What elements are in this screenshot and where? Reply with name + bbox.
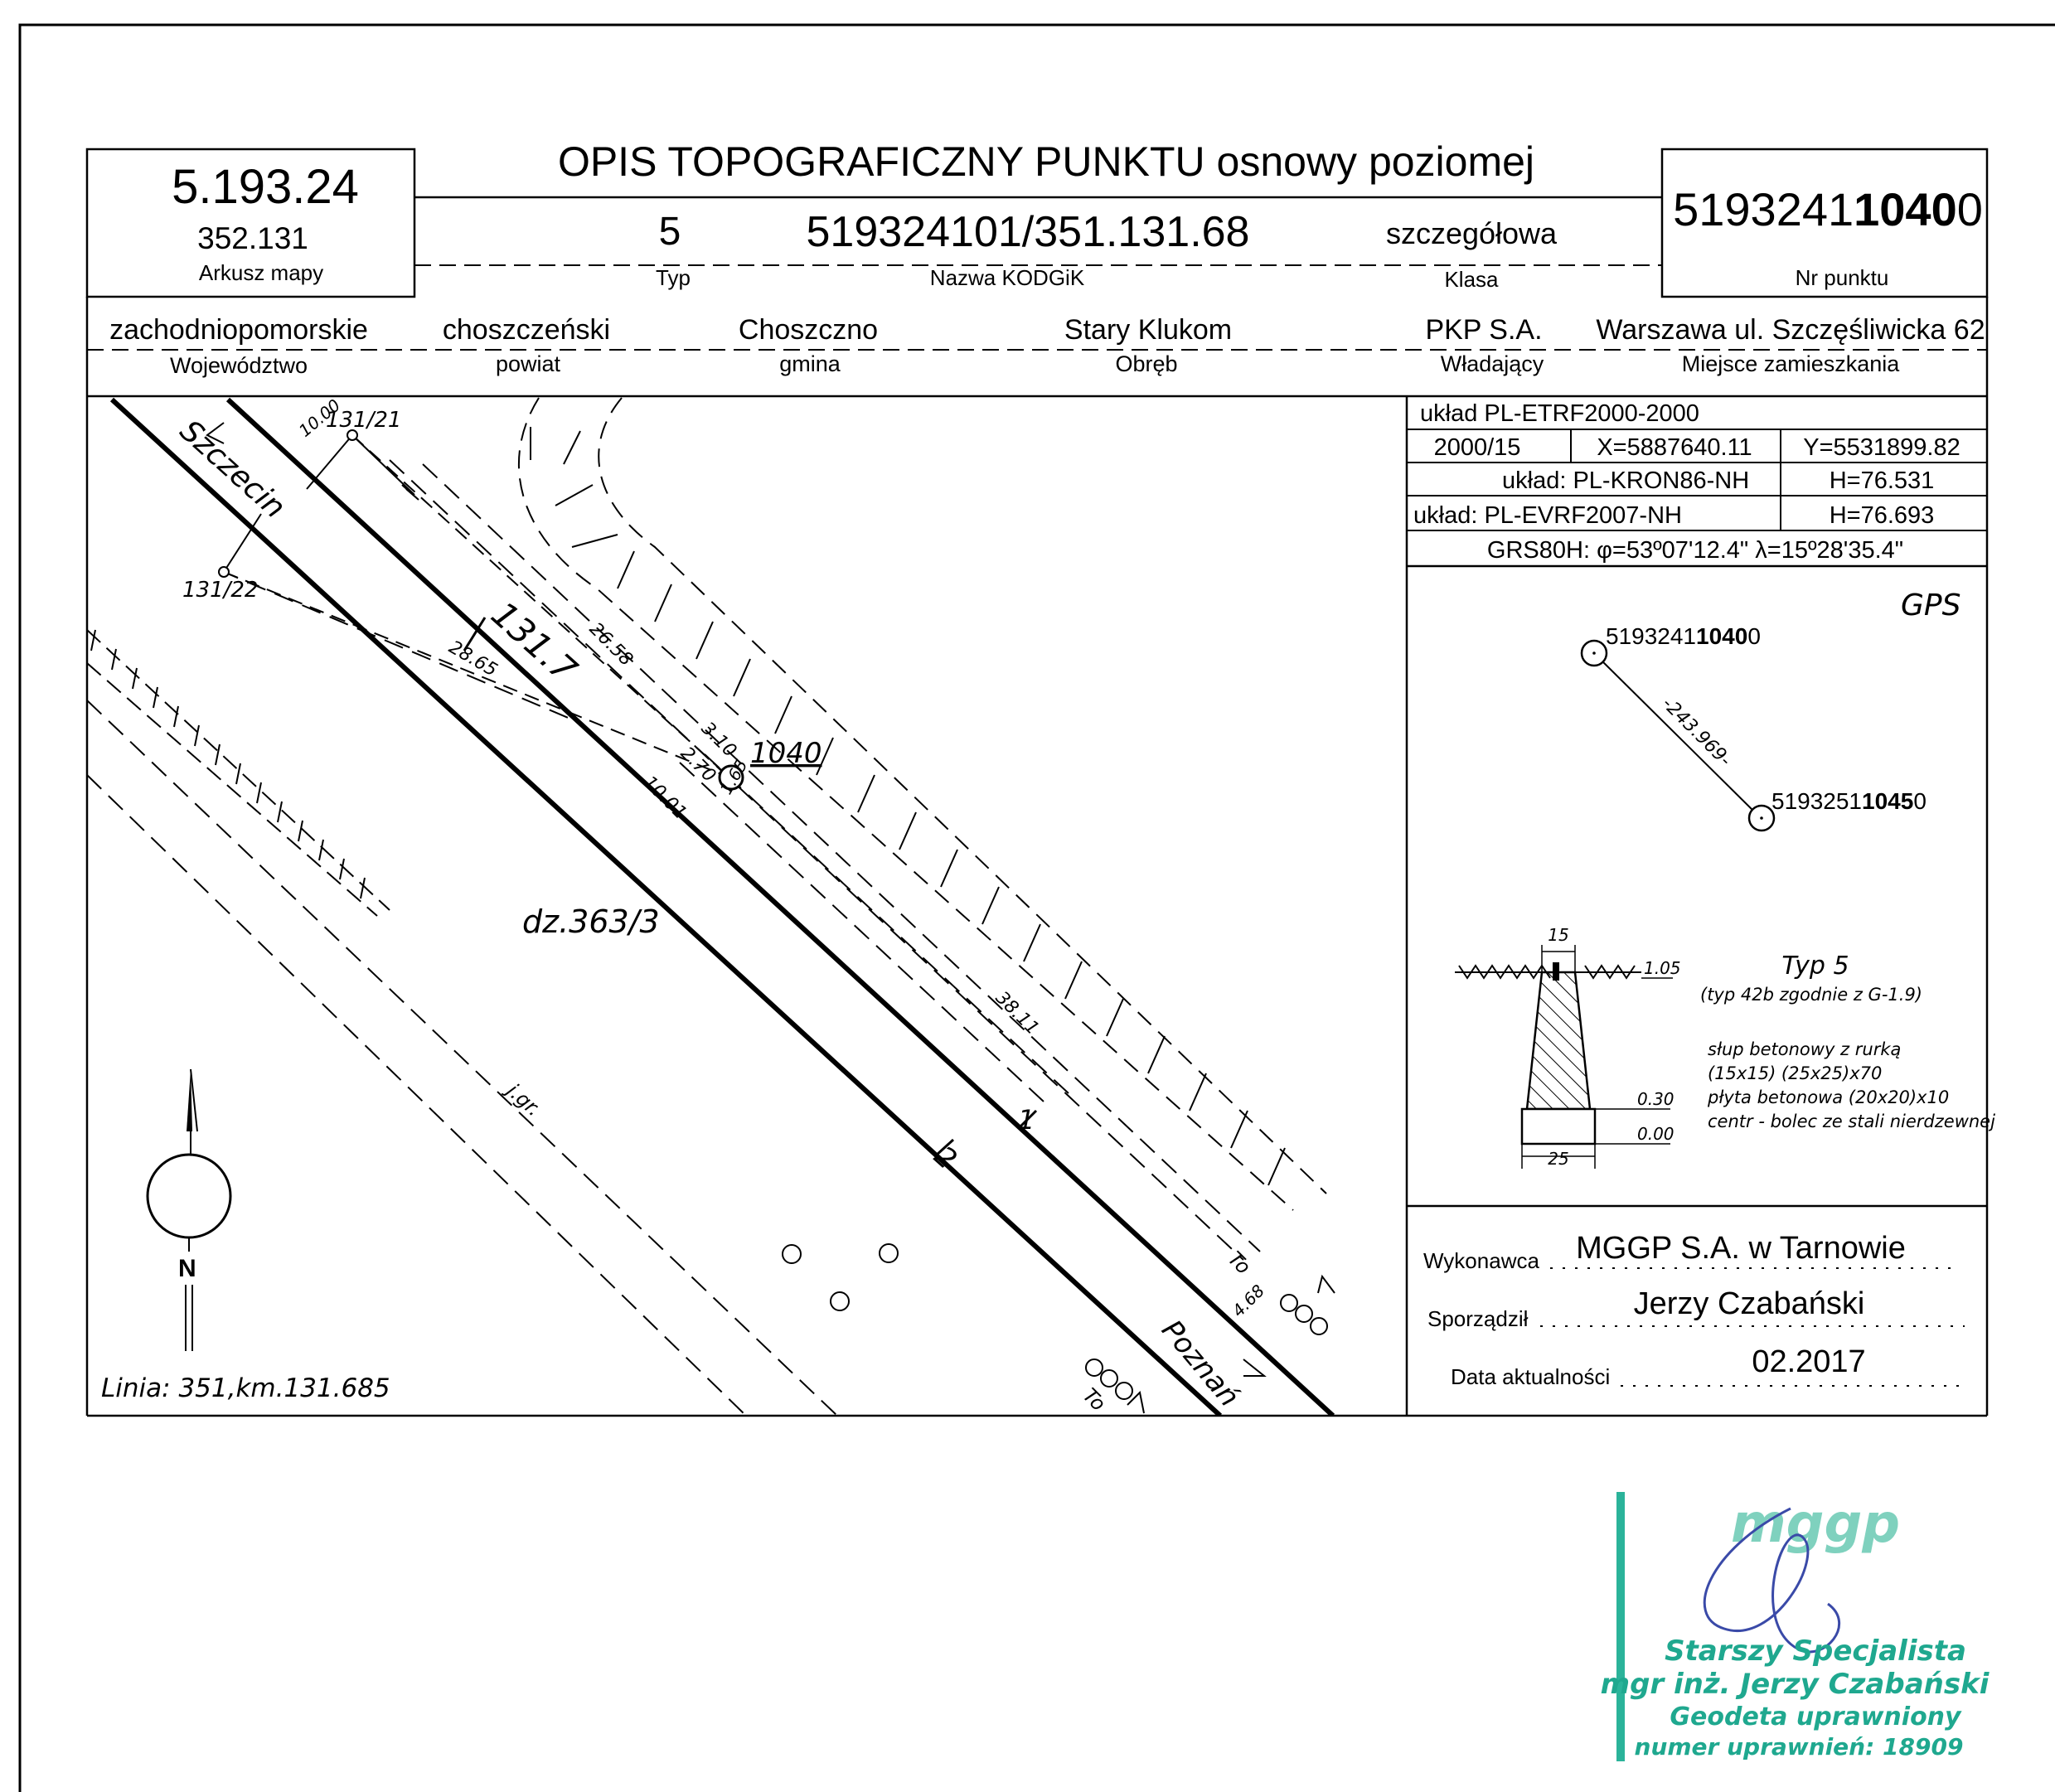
precinct-value: Stary Klukom bbox=[1064, 314, 1232, 346]
marker-desc-1: słup betonowy z rurką bbox=[1708, 1039, 1901, 1059]
gps-sketch: GPS 519324110400 519325110450 -243.969- bbox=[1580, 588, 1960, 832]
address-label: Miejsce zamieszkania bbox=[1682, 351, 1901, 376]
date-value: 02.2017 bbox=[1752, 1344, 1865, 1379]
marker-level-top: 1.05 bbox=[1644, 958, 1681, 978]
type-value: 5 bbox=[659, 210, 681, 254]
track-1-line bbox=[225, 397, 1335, 1416]
north-arrow-icon: N bbox=[146, 1068, 232, 1351]
kodgik-label: Nazwa KODGiK bbox=[930, 265, 1085, 290]
boundary-label: j.gr. bbox=[501, 1078, 545, 1121]
grs80-coordinates: GRS80H: φ=53º07'12.4" λ=15º28'35.4" bbox=[1487, 537, 1903, 564]
commune-value: Choszczno bbox=[739, 314, 878, 346]
system-kron: układ: PL-KRON86-NH bbox=[1502, 467, 1749, 494]
dist-10-01: 10.01 bbox=[639, 772, 691, 824]
coordinates-table: układ PL-ETRF2000-2000 2000/15 X=5887640… bbox=[1407, 400, 1987, 564]
precinct-label: Obręb bbox=[1115, 351, 1177, 376]
marker-desc-4: centr - bolec ze stali nierdzewnej bbox=[1708, 1112, 1995, 1131]
sheet-sub: 352.131 bbox=[197, 221, 308, 255]
marker-level-mid: 0.30 bbox=[1637, 1089, 1675, 1109]
zone-value: 2000/15 bbox=[1434, 434, 1521, 461]
type-label: Typ bbox=[656, 265, 691, 290]
system-etrf: układ PL-ETRF2000-2000 bbox=[1420, 400, 1699, 427]
page-border bbox=[18, 23, 2055, 1792]
track-2-line bbox=[109, 397, 1223, 1416]
credits-block: Wykonawca MGGP S.A. w Tarnowie Sporządzi… bbox=[1423, 1231, 1965, 1389]
owner-value: PKP S.A. bbox=[1425, 314, 1542, 346]
point-131-22: 131/22 bbox=[182, 578, 258, 603]
executor-value: MGGP S.A. w Tarnowie bbox=[1576, 1231, 1906, 1266]
executor-label: Wykonawca bbox=[1423, 1248, 1539, 1273]
point-label: Nr punktu bbox=[1796, 265, 1889, 290]
gps-point-1-label: 519324110400 bbox=[1606, 623, 1761, 649]
system-evrf: układ: PL-EVRF2007-NH bbox=[1413, 502, 1682, 529]
voivodeship-label: Województwo bbox=[170, 353, 308, 378]
page-title: OPIS TOPOGRAFICZNY PUNKTU osnowy poziome… bbox=[558, 138, 1534, 185]
commune-label: gmina bbox=[779, 351, 841, 376]
y-coordinate: Y=5531899.82 bbox=[1803, 434, 1960, 461]
to-label-1: To bbox=[1224, 1247, 1255, 1278]
marker-type-title: Typ 5 bbox=[1781, 952, 1849, 981]
height-kron: H=76.531 bbox=[1830, 467, 1935, 494]
stamp-line-2: mgr inż. Jerzy Czabański bbox=[1601, 1668, 1990, 1701]
prepared-label: Sporządził bbox=[1427, 1306, 1529, 1331]
north-label: N bbox=[178, 1255, 196, 1282]
voivodeship-value: zachodniopomorskie bbox=[109, 314, 368, 346]
gps-point-2-label: 519325110450 bbox=[1771, 788, 1927, 814]
marker-dim-bottom: 25 bbox=[1548, 1149, 1568, 1169]
class-label: Klasa bbox=[1444, 267, 1499, 292]
address-value: Warszawa ul. Szczęśliwicka 62 bbox=[1596, 314, 1985, 346]
stamp-line-3: Geodeta uprawniony bbox=[1670, 1702, 1962, 1731]
gps-distance: -243.969- bbox=[1658, 694, 1735, 771]
date-label: Data aktualności bbox=[1451, 1364, 1610, 1389]
form-frame bbox=[85, 148, 1989, 1417]
sheet-number: 5.193.24 bbox=[172, 160, 359, 214]
line-km-label: Linia: 351,km.131.685 bbox=[101, 1373, 390, 1403]
class-value: szczegółowa bbox=[1386, 216, 1558, 250]
stamp-line-1: Starszy Specjalista bbox=[1665, 1635, 1966, 1668]
point-1040-symbol bbox=[718, 764, 744, 791]
county-label: powiat bbox=[496, 351, 561, 376]
owner-label: Władający bbox=[1441, 351, 1544, 376]
parcel-label: dz.363/3 bbox=[522, 903, 660, 940]
sheet-label: Arkusz mapy bbox=[199, 260, 323, 285]
dist-26-58: 26.58 bbox=[585, 619, 637, 671]
marker-level-bottom: 0.00 bbox=[1637, 1124, 1675, 1144]
point-131-21: 131/21 bbox=[326, 408, 401, 433]
marker-desc-2: (15x15) (25x25)x70 bbox=[1708, 1063, 1882, 1083]
km-label: 131.7 bbox=[483, 593, 584, 690]
county-value: choszczeński bbox=[443, 314, 610, 346]
prepared-value: Jerzy Czabański bbox=[1634, 1286, 1865, 1321]
stamp-line-4: numer uprawnień: 18909 bbox=[1635, 1733, 1964, 1761]
kodgik-value: 519324101/351.131.68 bbox=[807, 208, 1250, 256]
point-number: 519324110400 bbox=[1673, 183, 1983, 235]
stamp-logo: mggp bbox=[1731, 1494, 1900, 1555]
marker-desc-3: płyta betonowa (20x20)x10 bbox=[1707, 1087, 1949, 1107]
track-2-label: 2 bbox=[928, 1140, 963, 1176]
x-coordinate: X=5887640.11 bbox=[1597, 434, 1752, 461]
height-evrf: H=76.693 bbox=[1830, 502, 1935, 529]
track-1-label: 1 bbox=[1018, 1104, 1035, 1136]
dist-4-68: 4.68 bbox=[1229, 1281, 1268, 1320]
marker-dim-top: 15 bbox=[1548, 925, 1568, 945]
marker-type-note: (typ 42b zgodnie z G-1.9) bbox=[1700, 985, 1922, 1005]
dashed-rows bbox=[87, 264, 1987, 351]
map-sketch: Szczecin Poznań 131/21 131/22 131.7 1040… bbox=[87, 395, 1335, 1416]
surveyor-stamp: mggp Starszy Specjalista mgr inż. Jerzy … bbox=[1601, 1492, 1990, 1761]
dist-38-11: 38.11 bbox=[991, 988, 1043, 1039]
gps-label: GPS bbox=[1901, 588, 1960, 622]
to-label-2: To bbox=[1078, 1383, 1110, 1415]
marker-section: 15 25 1.05 0.30 0.00 Typ 5 (typ 42b zgod… bbox=[1455, 925, 1995, 1169]
point-1040-label: 1040 bbox=[750, 737, 822, 770]
